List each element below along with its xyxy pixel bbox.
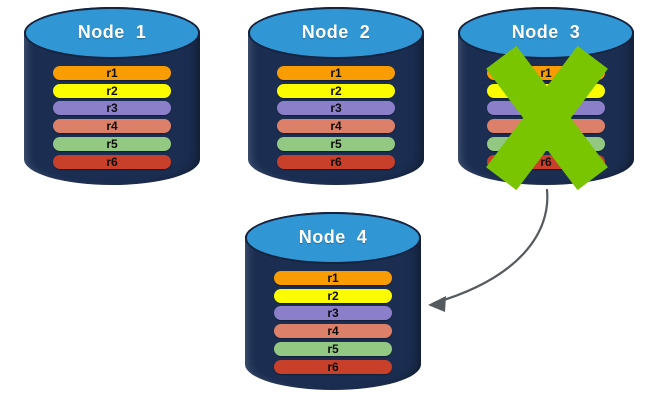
row-r6: r6 bbox=[487, 154, 605, 169]
row-list: r1 r2 r3 r4 r5 r6 bbox=[487, 65, 605, 169]
row-r4: r4 bbox=[277, 119, 395, 134]
row-r2: r2 bbox=[487, 83, 605, 98]
row-r3: r3 bbox=[53, 101, 171, 116]
row-r1: r1 bbox=[277, 65, 395, 80]
row-r6: r6 bbox=[277, 154, 395, 169]
cylinder-top bbox=[245, 212, 421, 264]
row-r5: r5 bbox=[277, 137, 395, 152]
cylinder-top bbox=[24, 7, 200, 59]
row-r3: r3 bbox=[274, 306, 392, 321]
row-r1: r1 bbox=[274, 270, 392, 285]
row-list: r1 r2 r3 r4 r5 r6 bbox=[53, 65, 171, 169]
row-r2: r2 bbox=[274, 288, 392, 303]
row-r2: r2 bbox=[53, 83, 171, 98]
row-r5: r5 bbox=[487, 137, 605, 152]
row-r4: r4 bbox=[487, 119, 605, 134]
row-r1: r1 bbox=[53, 65, 171, 80]
row-r3: r3 bbox=[277, 101, 395, 116]
row-r6: r6 bbox=[274, 359, 392, 374]
row-r3: r3 bbox=[487, 101, 605, 116]
row-r1: r1 bbox=[487, 65, 605, 80]
row-r5: r5 bbox=[53, 137, 171, 152]
cylinder-top bbox=[248, 7, 424, 59]
row-list: r1 r2 r3 r4 r5 r6 bbox=[277, 65, 395, 169]
cylinder-top bbox=[458, 7, 634, 59]
row-r5: r5 bbox=[274, 342, 392, 357]
row-r4: r4 bbox=[53, 119, 171, 134]
row-r6: r6 bbox=[53, 154, 171, 169]
row-r2: r2 bbox=[277, 83, 395, 98]
row-list: r1 r2 r3 r4 r5 r6 bbox=[274, 270, 392, 374]
row-r4: r4 bbox=[274, 324, 392, 339]
